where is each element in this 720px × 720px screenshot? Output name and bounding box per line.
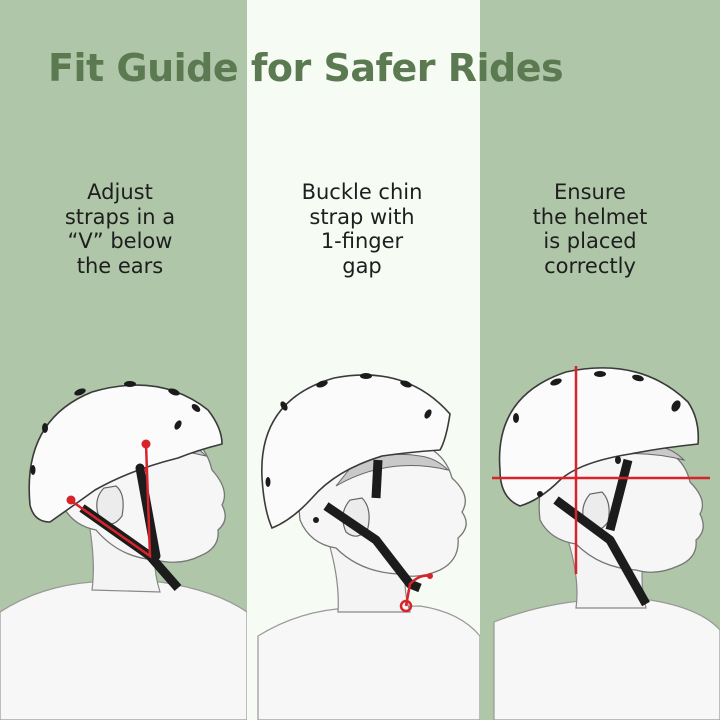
front-strap bbox=[371, 459, 383, 499]
rear-strap bbox=[323, 502, 422, 593]
page-title: Fit Guide for Safer Rides bbox=[48, 46, 564, 90]
shirt-shape bbox=[257, 605, 480, 720]
shirt-shape bbox=[0, 581, 247, 720]
step-caption-chin-strap: Buckle chin strap with 1-finger gap bbox=[262, 180, 462, 278]
caption-line: Ensure bbox=[554, 180, 626, 204]
v-guide-dot bbox=[141, 439, 151, 449]
v-guide-line bbox=[69, 443, 152, 559]
step-caption-placement: Ensure the helmet is placed correctly bbox=[490, 180, 690, 278]
ear-shape bbox=[96, 485, 124, 525]
caption-line: “V” below bbox=[67, 229, 173, 253]
caption-line: Adjust bbox=[87, 180, 153, 204]
helmet-vents bbox=[513, 371, 681, 497]
chin-gap-dot bbox=[427, 573, 433, 579]
front-strap bbox=[605, 458, 633, 532]
helmet-vents bbox=[265, 373, 432, 523]
step-caption-v-straps: Adjust straps in a “V” below the ears bbox=[20, 180, 220, 278]
caption-line: strap with bbox=[309, 204, 415, 229]
helmet-placement-illustration bbox=[492, 366, 720, 720]
caption-line: Buckle chin bbox=[301, 180, 423, 204]
chin-gap-ring bbox=[399, 599, 413, 613]
helmet-chin-strap-illustration bbox=[257, 373, 480, 720]
caption-line: correctly bbox=[544, 253, 636, 278]
v-guide-dot bbox=[144, 468, 148, 472]
caption-line: straps in a bbox=[64, 204, 176, 229]
caption-line: gap bbox=[342, 253, 382, 278]
caption-line: the helmet bbox=[532, 204, 648, 229]
caption-line: 1-finger bbox=[320, 229, 404, 253]
helmet-v-strap-illustration bbox=[0, 381, 247, 720]
shirt-shape bbox=[493, 599, 720, 720]
helmet-shell bbox=[28, 384, 223, 523]
helmet-shell bbox=[261, 374, 451, 530]
helmet-vents bbox=[30, 381, 201, 475]
helmet-shell bbox=[498, 367, 700, 507]
v-guide-dot bbox=[66, 495, 76, 505]
caption-line: is placed bbox=[543, 229, 637, 253]
caption-line: the ears bbox=[76, 253, 164, 278]
rear-strap bbox=[553, 496, 650, 607]
